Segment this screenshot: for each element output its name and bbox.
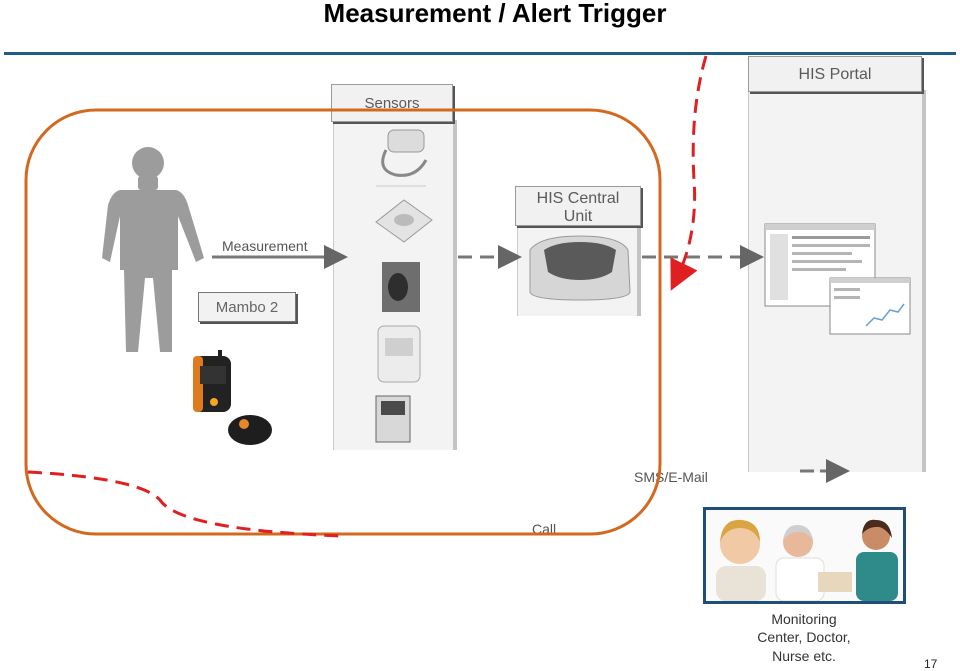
operator-figure bbox=[716, 519, 766, 601]
person-silhouette-icon bbox=[102, 147, 204, 352]
sensors-header-label: Sensors bbox=[364, 95, 420, 112]
central-unit-header-line2: Unit bbox=[563, 208, 593, 225]
monitoring-label-line1: Monitoring bbox=[771, 611, 837, 627]
monitoring-photo-frame bbox=[703, 507, 906, 604]
glucose-meter-icon bbox=[377, 325, 421, 383]
title-divider bbox=[4, 52, 956, 55]
patient-environment-frame bbox=[24, 108, 662, 536]
page-number: 17 bbox=[924, 657, 938, 671]
mambo-label: Mambo 2 bbox=[215, 299, 279, 316]
page-title: Measurement / Alert Trigger bbox=[323, 0, 667, 28]
portal-header-label: HIS Portal bbox=[798, 66, 872, 83]
sms-email-label: SMS/E-Mail bbox=[634, 469, 708, 485]
mambo-keyfob-icon bbox=[228, 415, 272, 445]
sensors-header: Sensors bbox=[331, 84, 453, 122]
measurement-label: Measurement bbox=[222, 238, 308, 254]
pulse-oximeter-icon bbox=[382, 262, 420, 312]
doctor-figure bbox=[775, 524, 852, 601]
wall-sensor-icon bbox=[375, 395, 411, 443]
blood-pressure-cuff-icon bbox=[381, 129, 428, 177]
central-unit-header-line1: HIS Central bbox=[536, 190, 620, 207]
central-unit-device-icon bbox=[529, 235, 631, 301]
portal-screenshot-chart-icon bbox=[829, 277, 911, 335]
weight-scale-icon bbox=[375, 199, 433, 243]
mambo-phone-icon bbox=[193, 350, 231, 412]
portal-header: HIS Portal bbox=[748, 56, 922, 92]
central-unit-header: HIS Central Unit bbox=[515, 186, 641, 226]
staff-photo bbox=[706, 510, 903, 601]
monitoring-label-line2: Center, Doctor, bbox=[757, 629, 851, 645]
nurse-figure bbox=[856, 519, 898, 601]
monitoring-label-line3: Nurse etc. bbox=[772, 648, 836, 664]
alert-call-path bbox=[27, 470, 343, 538]
mambo-tag: Mambo 2 bbox=[198, 292, 296, 322]
alert-trigger-path bbox=[670, 55, 708, 291]
